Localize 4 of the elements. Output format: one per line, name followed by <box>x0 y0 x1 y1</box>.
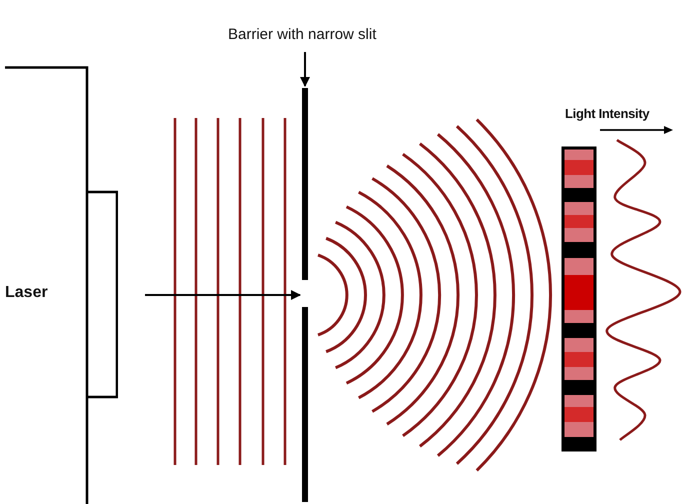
arrow <box>300 52 310 87</box>
barrier-caption: Barrier with narrow slit <box>228 26 376 43</box>
arrow <box>145 290 301 300</box>
intensity-label: Light Intensity <box>565 106 650 121</box>
